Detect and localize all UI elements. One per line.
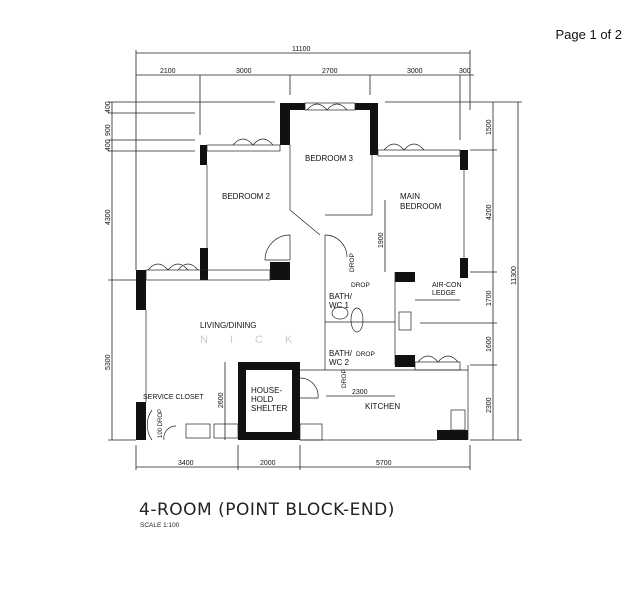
room-bath-wc-1: BATH/ [329,292,353,301]
dim-top: 2700 [322,68,338,75]
walls [136,103,468,440]
room-kitchen: KITCHEN [365,402,400,411]
drop-label: DROP [356,351,375,358]
dim-left: 400 [105,139,112,151]
dim-overall-height: 11300 [511,266,518,285]
dim-left: 4300 [105,209,112,225]
watermark: NICK [200,334,314,346]
dim-bottom: 3400 [178,460,194,467]
dim-bottom: 5700 [376,460,392,467]
dim-right: 1500 [486,119,493,135]
drop-label: DROP [351,282,370,289]
dim-bottom: 2000 [260,460,276,467]
room-bath-wc-1: WC 1 [329,301,350,310]
room-household-shelter: HOUSE- [251,386,282,395]
dim-top: 3000 [236,68,252,75]
dim-left: 400 [105,101,112,113]
room-bath-wc-2: BATH/ [329,349,353,358]
dim-overall-width: 11100 [292,46,311,53]
page-indicator: Page 1 of 2 [555,27,623,42]
dim-2300: 2300 [352,389,368,396]
room-main-bedroom: MAIN [400,192,420,201]
drop-label: DROP [349,253,356,272]
dim-top: 2100 [160,68,176,75]
room-bedroom-3: BEDROOM 3 [305,154,354,163]
partitions [145,102,469,441]
dim-right: 1600 [486,336,493,352]
room-living-dining: LIVING/DINING [200,321,256,330]
dim-2600: 2600 [218,392,225,408]
dimension-lines [108,50,522,470]
service-closet-label: SERVICE CLOSET [143,394,204,401]
aircon-ledge: LEDGE [432,290,456,297]
dim-1900: 1900 [378,232,385,248]
room-bath-wc-2: WC 2 [329,358,350,367]
dim-top: 300 [459,68,471,75]
dim-right: 1700 [486,290,493,306]
dim-top: 3000 [407,68,423,75]
room-bedroom-2: BEDROOM 2 [222,192,271,201]
dim-left: 900 [105,124,112,136]
aircon-ledge: AIR-CON [432,282,462,289]
dim-left: 5300 [105,354,112,370]
dim-right: 2300 [486,397,493,413]
drop-label: DROP [341,369,348,388]
room-main-bedroom: BEDROOM [400,202,442,211]
drop-100-label: 100 DROP [158,409,164,438]
room-household-shelter: HOLD [251,395,273,404]
room-household-shelter: SHELTER [251,404,288,413]
dim-right: 4200 [486,204,493,220]
plan-scale: SCALE 1:100 [140,522,180,529]
plan-title: 4-ROOM (POINT BLOCK-END) [139,500,395,520]
